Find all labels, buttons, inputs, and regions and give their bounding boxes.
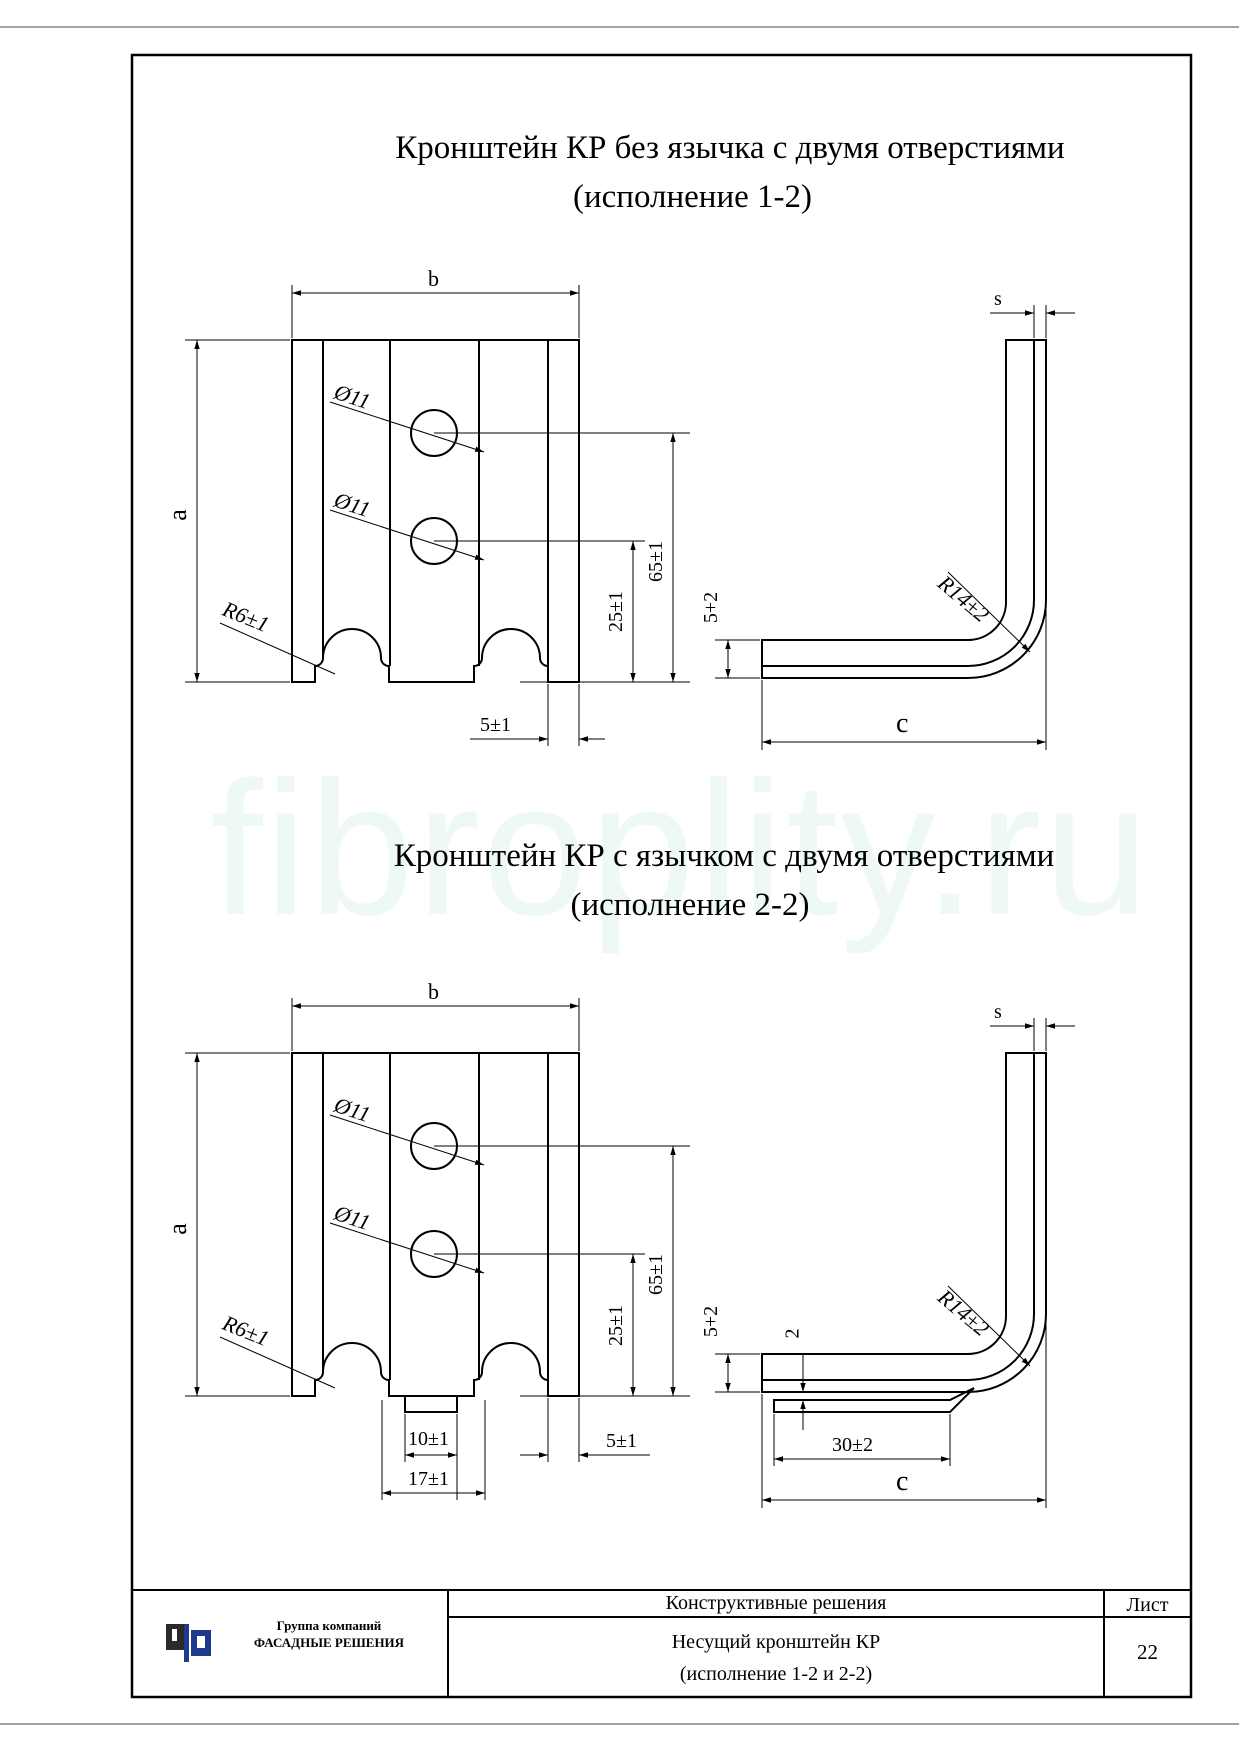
dim-c-1: c [896, 708, 909, 739]
sheet-label: Лист [1126, 1594, 1169, 1616]
section2-title: Кронштейн КР с язычком с двумя отверстия… [374, 836, 1074, 927]
dim-a-1: a [162, 509, 192, 521]
dim-c-2: c [896, 1466, 909, 1497]
company-logo [166, 1624, 211, 1662]
section2-title-line2: (исполнение 2-2) [570, 887, 810, 924]
dim-offset-2: 5+2 [700, 1305, 723, 1338]
dim-tongue-pos-2: 17±1 [408, 1468, 449, 1490]
dim-65-2: 65±1 [644, 1254, 667, 1295]
dim-a-2: a [162, 1223, 192, 1235]
section2-title-line1: Кронштейн КР с язычком с двумя отверстия… [393, 838, 1055, 874]
dim-25-2: 25±1 [604, 1305, 627, 1346]
bracket-outline-2 [291, 1052, 580, 1397]
section1-title-line2: (исполнение 1-2) [573, 179, 812, 216]
title-block [132, 1589, 1191, 1697]
section1-title: Кронштейн КР без язычка с двумя отверсти… [380, 128, 1080, 219]
document-line1: Несущий кронштейн КР [671, 1631, 881, 1653]
side-view-1 [761, 339, 1047, 679]
dim-offset-1: 5+2 [700, 591, 723, 624]
company-line2: ФАСАДНЫЕ РЕШЕНИЯ [253, 1634, 405, 1650]
section1-title-line1: Кронштейн КР без язычка с двумя отверсти… [395, 130, 1065, 166]
side-dims-1 [715, 305, 1075, 750]
dim-edge-2: 5±1 [606, 1430, 637, 1452]
company-line1: Группа компаний [276, 1618, 382, 1633]
dim-edge-1: 5±1 [480, 714, 511, 736]
dim-65-1: 65±1 [644, 541, 667, 582]
bracket-outline-1 [291, 339, 580, 683]
dim-b-2: b [428, 979, 439, 1004]
angle-profile-2 [761, 1052, 1047, 1393]
document-line2: (исполнение 1-2 и 2-2) [679, 1663, 873, 1685]
dim-25-1: 25±1 [604, 591, 627, 632]
dim-tongue-length-2: 30±2 [832, 1434, 873, 1456]
sheet-number: 22 [1137, 1640, 1158, 1664]
side-view-2 [761, 1052, 1047, 1413]
dim-s-2: s [994, 1001, 1002, 1023]
front-dims-1 [185, 285, 690, 746]
front-dims-2 [185, 998, 690, 1500]
dim-tongue-width-2: 10±1 [408, 1428, 449, 1450]
side-dims-2 [715, 1018, 1075, 1508]
dim-b-1: b [428, 266, 439, 291]
section-name: Конструктивные решения [665, 1592, 887, 1614]
document-name: Несущий кронштейн КР (исполнение 1-2 и 2… [448, 1626, 1104, 1690]
tongue-2 [404, 1395, 458, 1413]
dim-gap-2: 2 [781, 1328, 804, 1339]
dim-s-1: s [994, 288, 1002, 310]
front-view-1 [291, 339, 580, 683]
sheet-frame [130, 53, 1193, 1699]
company-name: Группа компаний ФАСАДНЫЕ РЕШЕНИЯ [224, 1618, 434, 1652]
watermark: fibroplity.ru [210, 743, 1152, 955]
angle-profile-1 [761, 339, 1047, 679]
tongue-profile-2 [773, 1387, 975, 1413]
